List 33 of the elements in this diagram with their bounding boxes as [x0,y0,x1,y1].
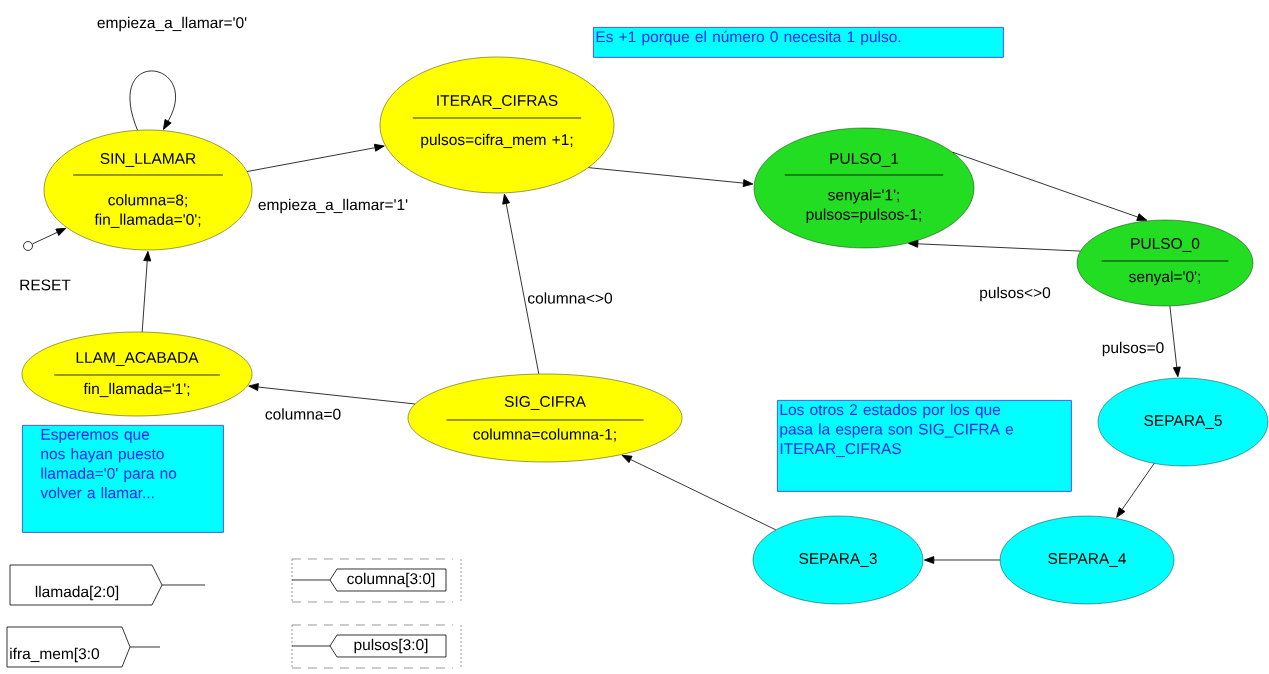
edge-label: empieza_a_llamar='1' [256,197,410,215]
arrow [129,70,176,131]
edge-label: pulsos=0 [1100,340,1166,358]
arrow [908,239,1081,252]
edge-label: columna=0 [263,407,343,421]
state-bubble: SEPARA_4 [999,515,1175,605]
reset-marker [23,241,33,251]
arrow [952,151,1148,221]
arrow [1169,305,1181,378]
state-bubble: SIG_CIFRA columna=columna-1; [407,373,683,463]
arrow [248,383,416,405]
arrow [246,143,385,172]
state-bubble: PULSO_1 senyal='1'; pulsos=pulsos-1; [753,127,975,249]
edge-label: pulsos<>0 [978,285,1052,303]
arrow [588,167,754,187]
arrow [141,250,152,333]
arrow [32,227,67,245]
edge-label: columna<>0 [526,291,614,305]
arrow [621,454,777,531]
state-bubble: SEPARA_5 [1097,377,1269,467]
state-bubble: SEPARA_3 [752,515,924,605]
note-box: Es +1 porque el número 0 necesita 1 pulso. [593,27,1004,58]
note-box: Los otros 2 estados por los que pasa la espera son SIG_CIFRA e ITERAR_CIFRAS [777,400,1072,492]
note-box: Esperemos que nos hayan puesto llamada='0' para no volver a llamar... [22,425,224,533]
state-bubble: ITERAR_CIFRAS pulsos=cifra_mem +1; [379,56,615,194]
reset-label: RESET [20,279,71,291]
edge-label: empieza_a_llamar='0' [95,15,249,33]
state-bubble: PULSO_0 senyal='0'; [1076,219,1254,307]
arrow [502,193,540,375]
arrow [1116,463,1155,518]
state-bubble: LLAM_ACABADA fin_llamada='1'; [21,331,253,417]
state-bubble: SIN_LLAMAR columna=8; fin_llamada='0'; [43,129,253,251]
arrow [924,556,1001,564]
